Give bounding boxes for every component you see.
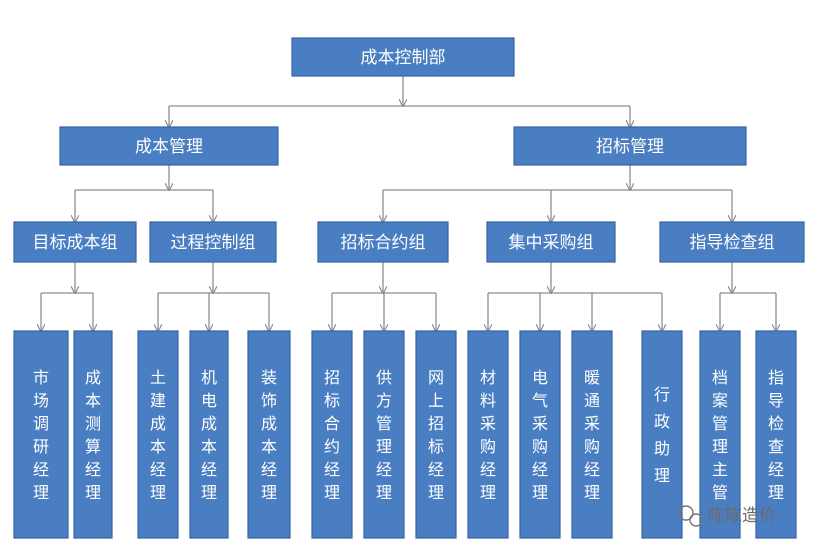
role-label: 装饰成本经理 <box>261 368 277 502</box>
role-label: 材料采购经理 <box>480 368 496 502</box>
section-node-label: 成本管理 <box>135 137 203 157</box>
role-box: 材料采购经理 <box>467 330 509 539</box>
role-label: 电气采购经理 <box>532 368 548 502</box>
role-label: 供方管理经理 <box>376 368 392 502</box>
role-box: 指导检查经理 <box>755 330 797 539</box>
watermark-text: 陈陈造价 <box>708 506 776 526</box>
role-box: 行政助理 <box>641 330 683 539</box>
role-box: 电气采购经理 <box>519 330 561 539</box>
role-label: 指导检查经理 <box>768 368 784 502</box>
role-label: 招标合约经理 <box>324 368 340 502</box>
role-label: 档案管理主管 <box>712 368 728 502</box>
role-box: 档案管理主管 <box>699 330 741 539</box>
watermark: 陈陈造价 <box>678 505 776 527</box>
role-label: 市场调研经理 <box>33 368 49 502</box>
group-node-label: 目标成本组 <box>33 233 118 253</box>
role-label: 成本测算经理 <box>85 368 101 502</box>
group-node-label: 集中采购组 <box>509 233 594 253</box>
role-label: 暖通采购经理 <box>584 368 600 502</box>
role-box: 机电成本经理 <box>189 330 229 539</box>
group-node-label: 过程控制组 <box>171 233 256 253</box>
group-node-label: 招标合约组 <box>341 233 426 253</box>
section-node: 成本管理 <box>59 126 279 166</box>
group-node: 招标合约组 <box>317 221 449 263</box>
section-node-label: 招标管理 <box>596 137 664 157</box>
group-node: 过程控制组 <box>149 221 277 263</box>
role-box: 装饰成本经理 <box>247 330 291 539</box>
role-box: 网上招标经理 <box>415 330 457 539</box>
role-box: 招标合约经理 <box>311 330 353 539</box>
group-node-label: 指导检查组 <box>690 233 775 253</box>
wechat-icon <box>678 505 703 527</box>
group-node: 集中采购组 <box>486 221 616 263</box>
role-label: 行政助理 <box>654 385 670 485</box>
role-box: 市场调研经理 <box>13 330 69 539</box>
role-box: 土建成本经理 <box>137 330 179 539</box>
group-node: 目标成本组 <box>13 221 137 263</box>
role-label: 网上招标经理 <box>428 368 444 502</box>
role-box: 供方管理经理 <box>363 330 405 539</box>
role-label: 土建成本经理 <box>150 368 166 502</box>
role-box: 成本测算经理 <box>73 330 113 539</box>
section-node: 招标管理 <box>513 126 747 166</box>
group-node: 指导检查组 <box>659 221 805 263</box>
role-label: 机电成本经理 <box>201 368 217 502</box>
root-node: 成本控制部 <box>291 37 515 77</box>
role-box: 暖通采购经理 <box>571 330 613 539</box>
root-node-label: 成本控制部 <box>361 48 446 68</box>
